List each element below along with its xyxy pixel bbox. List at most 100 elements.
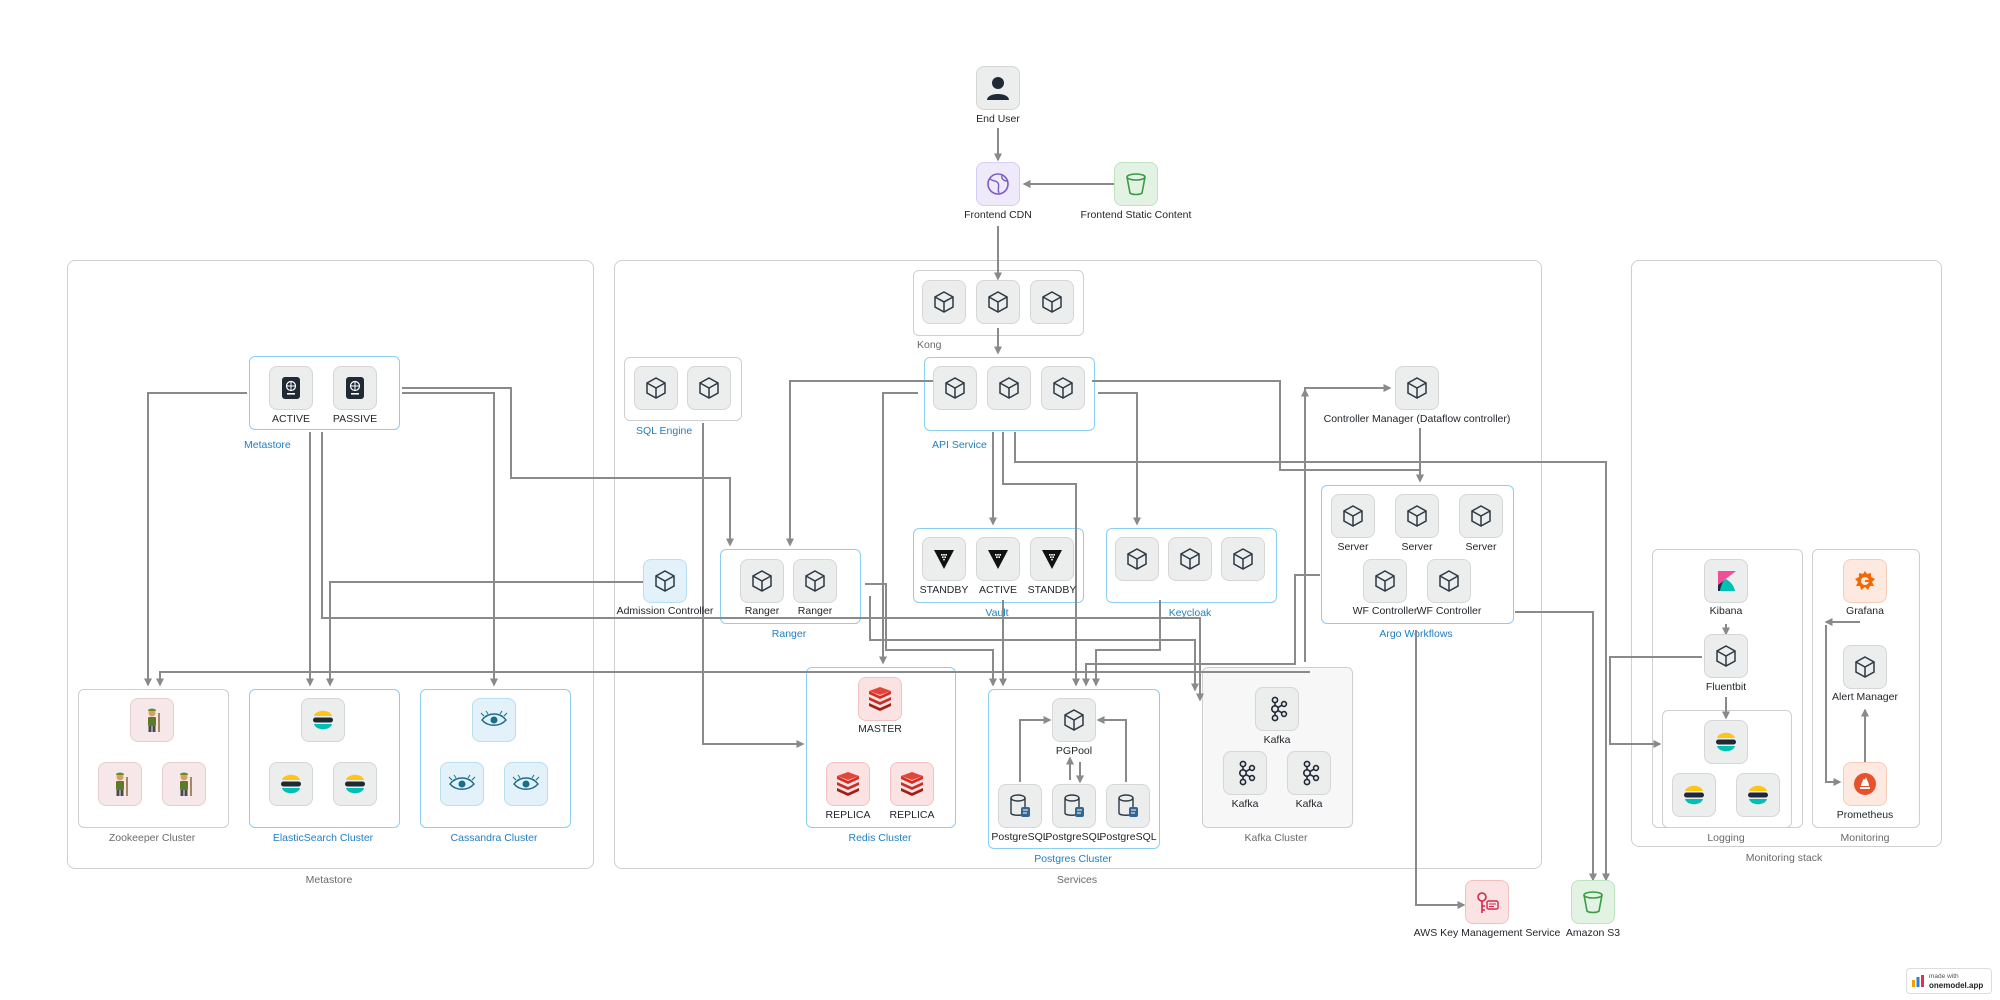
elasticsearch-node-2[interactable] — [269, 762, 313, 806]
amazon-s3-node[interactable] — [1571, 880, 1615, 924]
cassandra-node-1[interactable] — [472, 698, 516, 742]
edge-api-keycloak — [1098, 392, 1141, 526]
kong-node-1[interactable] — [922, 280, 966, 324]
postgres-cluster-group-label: Postgres Cluster — [1034, 853, 1112, 865]
edge-bus-zk — [156, 671, 1310, 687]
logging-group-label: Logging — [1707, 832, 1745, 844]
frontend-cdn-node[interactable] — [976, 162, 1020, 206]
kibana-node[interactable] — [1704, 559, 1748, 603]
ranger-group-label: Ranger — [771, 628, 807, 640]
controller-manager-node[interactable] — [1395, 366, 1439, 410]
cube-icon — [1407, 505, 1427, 527]
ranger-node-2[interactable] — [793, 559, 837, 603]
wf-controller-1-label: WF Controller — [1352, 605, 1418, 617]
logging-elasticsearch-node-3[interactable] — [1736, 773, 1780, 817]
cassandra-node-3[interactable] — [504, 762, 548, 806]
badge-line-1: made with — [1929, 973, 1959, 980]
elasticsearch-node-1[interactable] — [301, 698, 345, 742]
zookeeper-node-1[interactable] — [130, 698, 174, 742]
redis-icon — [869, 687, 891, 711]
metastore-passive-node[interactable] — [333, 366, 377, 410]
zookeeper-node-2[interactable] — [98, 762, 142, 806]
logging-elasticsearch-node-2[interactable] — [1672, 773, 1716, 817]
cube-icon — [1053, 377, 1073, 399]
frontend-static-node[interactable] — [1114, 162, 1158, 206]
admission-controller-node[interactable] — [643, 559, 687, 603]
edge-fluent-logging — [1609, 656, 1702, 748]
end-user-label: End User — [976, 113, 1020, 125]
wf-controller-node-2[interactable] — [1427, 559, 1471, 603]
grafana-label: Grafana — [1846, 605, 1884, 617]
fluentbit-node[interactable] — [1704, 634, 1748, 678]
kafka-node-1[interactable] — [1255, 687, 1299, 731]
kafka-node-3[interactable] — [1287, 751, 1331, 795]
kafka-cluster-group-label: Kafka Cluster — [1244, 832, 1308, 844]
vault-icon — [1042, 550, 1062, 569]
redis-cluster-group-label: Redis Cluster — [848, 832, 912, 844]
wf-controller-node-1[interactable] — [1363, 559, 1407, 603]
vault-standby-node-2[interactable] — [1030, 537, 1074, 581]
elasticsearch-icon — [1748, 785, 1768, 805]
kong-node-3[interactable] — [1030, 280, 1074, 324]
redis-master-node[interactable] — [858, 677, 902, 721]
frontend-static-label: Frontend Static Content — [1080, 209, 1192, 221]
keycloak-node-3[interactable] — [1221, 537, 1265, 581]
onemodel-badge[interactable]: made with onemodel.app — [1906, 968, 1992, 994]
argo-server-3-label: Server — [1465, 541, 1497, 553]
metastore-passive-label: PASSIVE — [332, 413, 378, 425]
cube-icon — [1471, 505, 1491, 527]
edge-api-redis — [879, 392, 918, 665]
vault-standby-node-1[interactable] — [922, 537, 966, 581]
keycloak-node-2[interactable] — [1168, 537, 1212, 581]
postgresql-icon — [1118, 794, 1138, 817]
api-service-node-1[interactable] — [933, 366, 977, 410]
redis-replica-node-1[interactable] — [826, 762, 870, 806]
elasticsearch-node-3[interactable] — [333, 762, 377, 806]
cube-icon — [1064, 709, 1084, 731]
argo-server-node-1[interactable] — [1331, 494, 1375, 538]
api-service-node-3[interactable] — [1041, 366, 1085, 410]
kong-node-2[interactable] — [976, 280, 1020, 324]
postgres-node-1[interactable] — [998, 784, 1042, 828]
sql-engine-node-2[interactable] — [687, 366, 731, 410]
cube-icon — [945, 377, 965, 399]
kibana-label: Kibana — [1709, 605, 1743, 617]
vault-active-node[interactable] — [976, 537, 1020, 581]
keycloak-node-1[interactable] — [1115, 537, 1159, 581]
api-service-node-2[interactable] — [987, 366, 1031, 410]
prometheus-node[interactable] — [1843, 762, 1887, 806]
kafka-node-2[interactable] — [1223, 751, 1267, 795]
redis-icon — [901, 772, 923, 796]
argo-server-node-3[interactable] — [1459, 494, 1503, 538]
postgres-node-2[interactable] — [1052, 784, 1096, 828]
pgpool-node[interactable] — [1052, 698, 1096, 742]
zookeeper-icon — [148, 708, 160, 732]
cassandra-eye-icon — [512, 774, 540, 790]
logging-elasticsearch-node-1[interactable] — [1704, 720, 1748, 764]
end-user-node[interactable] — [976, 66, 1020, 110]
argo-server-node-2[interactable] — [1395, 494, 1439, 538]
amazon-s3-label: Amazon S3 — [1565, 927, 1621, 939]
ranger-node-1[interactable] — [740, 559, 784, 603]
edge-argo-kms — [1415, 630, 1466, 909]
vault-standby-1-label: STANDBY — [919, 584, 969, 596]
aws-kms-node[interactable] — [1465, 880, 1509, 924]
redis-replica-node-2[interactable] — [890, 762, 934, 806]
prometheus-label: Prometheus — [1836, 809, 1894, 821]
vault-active-label: ACTIVE — [979, 584, 1017, 596]
postgres-node-3[interactable] — [1106, 784, 1150, 828]
edge-api-argo — [1092, 380, 1424, 483]
zookeeper-node-3[interactable] — [162, 762, 206, 806]
postgres-3-label: PostgreSQL — [1099, 831, 1157, 843]
ranger-node-1-label: Ranger — [744, 605, 780, 617]
vault-icon — [934, 550, 954, 569]
grafana-node[interactable] — [1843, 559, 1887, 603]
cassandra-eye-icon — [480, 710, 508, 726]
alert-manager-node[interactable] — [1843, 645, 1887, 689]
cube-icon — [1375, 570, 1395, 592]
metastore-active-label: ACTIVE — [272, 413, 310, 425]
metastore-active-node[interactable] — [269, 366, 313, 410]
sql-engine-node-1[interactable] — [634, 366, 678, 410]
cassandra-node-2[interactable] — [440, 762, 484, 806]
kong-group-label: Kong — [917, 339, 942, 351]
